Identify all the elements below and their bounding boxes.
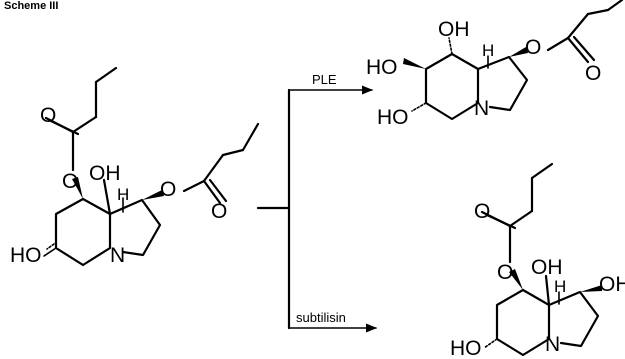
atom-carbonyl-o-p1: O bbox=[585, 62, 601, 85]
atom-h-fusion: H bbox=[117, 185, 129, 204]
atom-carbonyl-o-left: O bbox=[40, 104, 56, 127]
atom-n: N bbox=[110, 244, 125, 267]
starting-material-structure: O O OH H O O N HO bbox=[10, 66, 260, 267]
product-subtilisin-structure: O O OH H OH N HO bbox=[450, 162, 625, 359]
atom-carbonyl-o-right: O bbox=[211, 200, 227, 223]
atom-oh-c8: OH bbox=[89, 162, 121, 185]
scheme-caption: Scheme III bbox=[4, 0, 59, 12]
atom-ester-o-p2: O bbox=[497, 261, 513, 284]
atom-ester-o-right: O bbox=[160, 178, 176, 201]
product-ple-structure: OH H HO O O N HO bbox=[366, 0, 624, 129]
atom-ho-c6: HO bbox=[10, 244, 42, 267]
atom-ester-o-p1: O bbox=[525, 36, 541, 59]
atom-ester-o-left: O bbox=[62, 170, 78, 193]
atom-ho-c6-p2: HO bbox=[450, 337, 482, 359]
atom-h-fusion-p1: H bbox=[482, 41, 494, 60]
atom-carbonyl-o-p2: O bbox=[474, 200, 490, 223]
atom-n-p1: N bbox=[474, 97, 489, 120]
reagent-subtilisin: subtilisin bbox=[296, 310, 346, 325]
atom-n-p2: N bbox=[545, 333, 560, 356]
atom-oh-c8-p2: OH bbox=[531, 256, 563, 279]
atom-h-fusion-p2: H bbox=[554, 277, 566, 296]
atom-ho-c6-p1: HO bbox=[377, 106, 409, 129]
reagent-ple: PLE bbox=[312, 72, 337, 87]
atom-oh-c1-p2: OH bbox=[599, 273, 625, 296]
reaction-arrows bbox=[256, 85, 378, 333]
atom-oh-c8-p1: OH bbox=[438, 18, 470, 41]
atom-ho-c7-p1: HO bbox=[366, 56, 398, 79]
